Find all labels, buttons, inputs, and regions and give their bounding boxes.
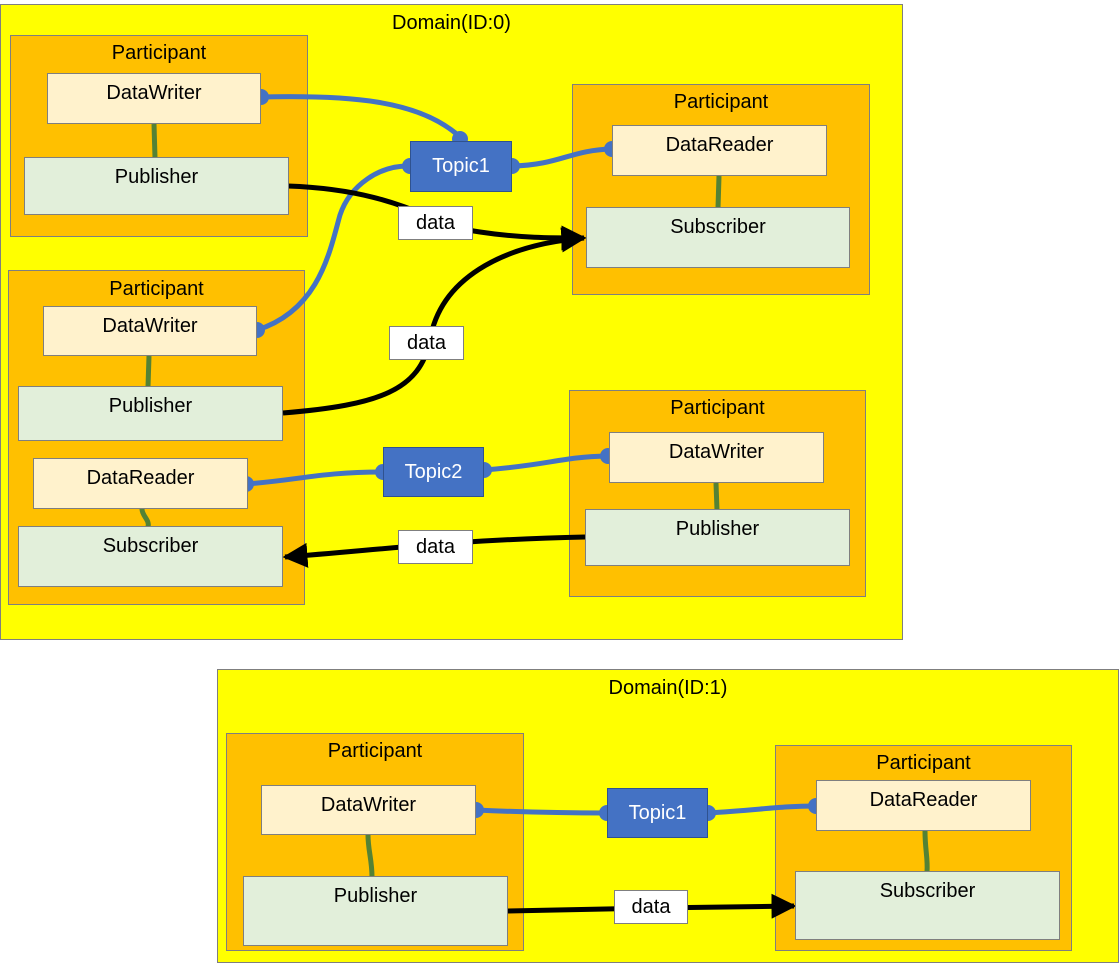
participant-e-publisher: Publisher bbox=[243, 876, 508, 946]
topic2-domain0: Topic2 bbox=[383, 447, 484, 497]
participant-c-datareader: DataReader bbox=[33, 458, 248, 509]
participant-c-label: Participant bbox=[109, 278, 204, 300]
participant-a-label: Participant bbox=[111, 42, 207, 64]
domain-1-label: Domain(ID:1) bbox=[608, 677, 728, 699]
participant-d-label: Participant bbox=[670, 397, 765, 419]
participant-d-publisher: Publisher bbox=[585, 509, 850, 566]
data-label-e-to-f: data bbox=[614, 890, 688, 924]
data-label-c-to-b: data bbox=[389, 326, 464, 360]
participant-a-datawriter: DataWriter bbox=[47, 73, 261, 124]
participant-d-datawriter: DataWriter bbox=[609, 432, 824, 483]
participant-a-publisher: Publisher bbox=[24, 157, 289, 215]
topic1-domain0: Topic1 bbox=[410, 141, 512, 192]
participant-f-label: Participant bbox=[876, 752, 971, 774]
participant-e-label: Participant bbox=[327, 740, 423, 762]
domain-0-label: Domain(ID:0) bbox=[392, 12, 511, 34]
data-label-d-to-c: data bbox=[398, 530, 473, 564]
participant-c-subscriber: Subscriber bbox=[18, 526, 283, 587]
data-label-a-to-b: data bbox=[398, 206, 473, 240]
topic1-domain1: Topic1 bbox=[607, 788, 708, 838]
participant-f-datareader: DataReader bbox=[816, 780, 1031, 831]
participant-b-subscriber: Subscriber bbox=[586, 207, 850, 268]
participant-f-subscriber: Subscriber bbox=[795, 871, 1060, 940]
participant-c-publisher: Publisher bbox=[18, 386, 283, 441]
participant-b-label: Participant bbox=[673, 91, 769, 113]
participant-b-datareader: DataReader bbox=[612, 125, 827, 176]
participant-c-datawriter: DataWriter bbox=[43, 306, 257, 356]
participant-e-datawriter: DataWriter bbox=[261, 785, 476, 835]
